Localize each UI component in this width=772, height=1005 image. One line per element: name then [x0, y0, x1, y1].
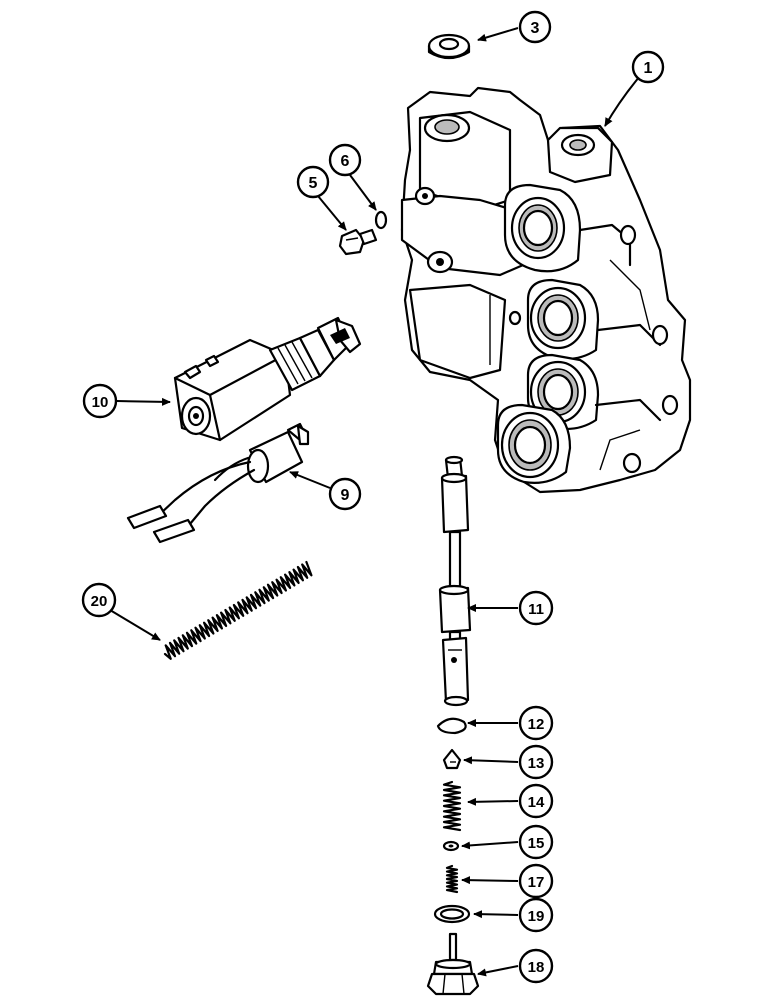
- svg-text:10: 10: [92, 394, 109, 411]
- leader-18: [477, 965, 519, 977]
- callout-14: 14: [518, 783, 554, 819]
- svg-text:17: 17: [528, 874, 545, 891]
- part-10-solenoid: [173, 316, 362, 442]
- svg-text:19: 19: [528, 908, 545, 925]
- svg-text:15: 15: [528, 835, 545, 852]
- part-9-pressure-switch: [126, 422, 310, 544]
- callout-15: 15: [518, 824, 554, 860]
- part-13-poppet: [442, 748, 462, 770]
- callout-19: 19: [518, 897, 554, 933]
- callout-3: 3: [518, 10, 552, 44]
- callout-18: 18: [518, 948, 554, 984]
- part-17-spring: [445, 864, 459, 894]
- leader-9: [289, 471, 331, 489]
- callout-bubbles: 3 1 5 6 10 9 20 11: [81, 10, 665, 984]
- part-15-washer: [442, 840, 460, 852]
- callout-20: 20: [81, 582, 117, 618]
- svg-text:6: 6: [341, 153, 350, 170]
- svg-text:18: 18: [528, 959, 545, 976]
- callout-17: 17: [518, 863, 554, 899]
- callout-leaders: [109, 27, 641, 977]
- leader-6: [349, 174, 377, 211]
- part-6-o-ring: [374, 210, 388, 230]
- part-11-spool: [438, 455, 472, 707]
- part-14-spring: [442, 780, 462, 832]
- leader-17: [461, 876, 519, 885]
- part-5-bolt: [338, 228, 378, 256]
- callout-12: 12: [518, 705, 554, 741]
- svg-text:11: 11: [528, 601, 544, 618]
- part-18-plug: [426, 932, 480, 996]
- part-20-spring: [163, 560, 313, 660]
- leader-3: [477, 27, 519, 42]
- part-3-seal: [427, 33, 471, 60]
- callout-6: 6: [328, 143, 362, 177]
- leader-1: [604, 75, 641, 127]
- leader-15: [461, 841, 519, 850]
- callout-11: 11: [518, 590, 554, 626]
- leader-10: [116, 397, 171, 406]
- svg-text:12: 12: [528, 716, 545, 733]
- callout-1: 1: [631, 50, 665, 84]
- part-19-o-ring: [433, 904, 471, 924]
- svg-text:14: 14: [528, 794, 545, 811]
- leader-14: [467, 797, 519, 806]
- callout-10: 10: [82, 383, 118, 419]
- leader-20: [109, 609, 161, 641]
- svg-text:20: 20: [91, 593, 108, 610]
- callout-5: 5: [296, 165, 330, 199]
- leader-19: [473, 910, 519, 919]
- svg-text:5: 5: [309, 175, 318, 192]
- leader-5: [317, 195, 347, 231]
- svg-text:9: 9: [341, 487, 350, 504]
- body-port-lower: [496, 403, 572, 484]
- part-12-circlip: [436, 717, 467, 735]
- body-port-mid-1: [526, 278, 600, 361]
- callout-9: 9: [328, 477, 362, 511]
- svg-text:3: 3: [531, 20, 540, 37]
- part-1-valve-body: [400, 86, 692, 494]
- svg-text:13: 13: [528, 755, 545, 772]
- svg-text:1: 1: [644, 60, 653, 77]
- body-port-upper: [503, 183, 582, 273]
- callout-13: 13: [518, 744, 554, 780]
- leader-13: [463, 756, 519, 765]
